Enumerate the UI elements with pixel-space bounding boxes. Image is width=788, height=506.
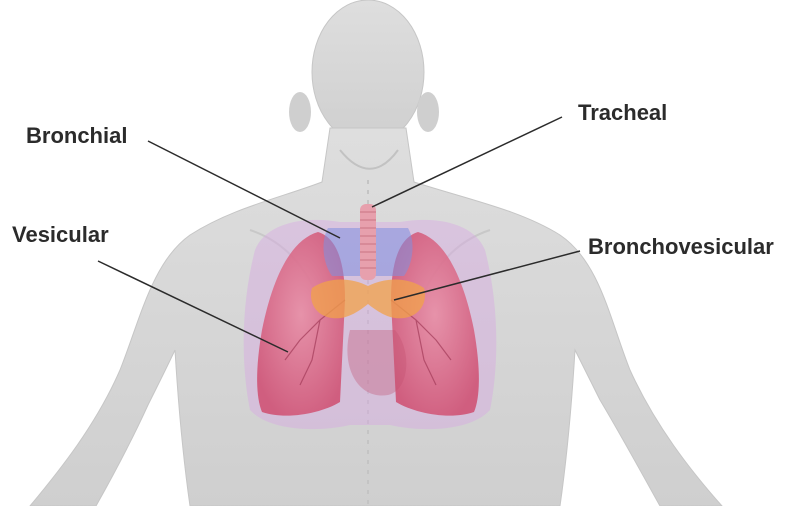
bronchovesicular-label: Bronchovesicular bbox=[588, 236, 774, 258]
bronchial-label: Bronchial bbox=[26, 125, 127, 147]
vesicular-label: Vesicular bbox=[12, 224, 109, 246]
tracheal-label: Tracheal bbox=[578, 102, 667, 124]
trachea bbox=[360, 204, 376, 280]
